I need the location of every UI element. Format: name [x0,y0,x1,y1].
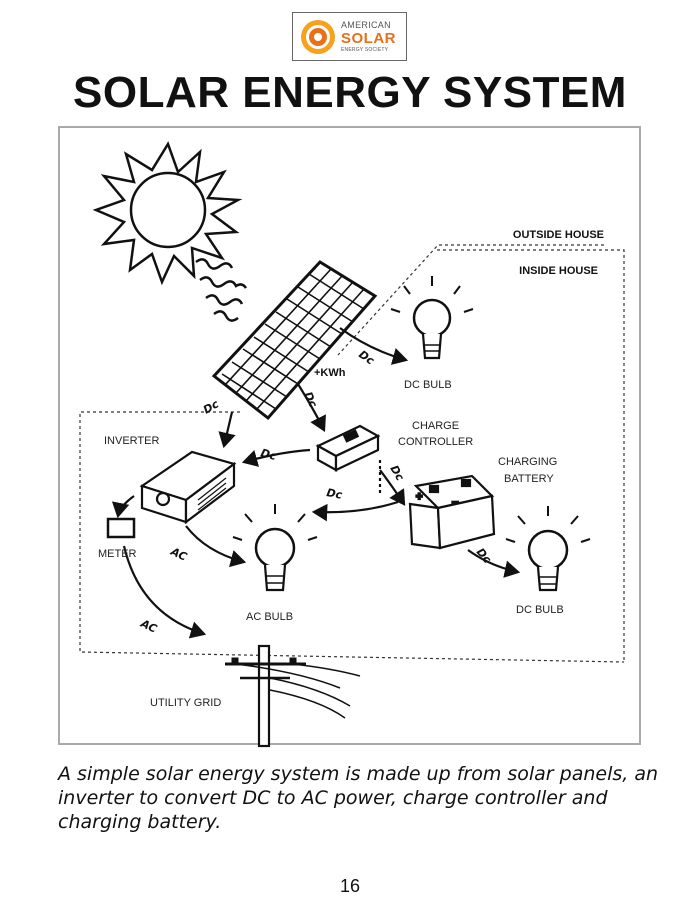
arrow-inverter-to-meter [111,495,135,519]
arrow-label-ac: AC [138,617,159,636]
arrow-panel-to-controller [297,383,326,432]
arrow-inverter-to-ac-bulb [185,525,247,568]
arrow-meter-to-grid [122,545,207,639]
label-controller: CONTROLLER [398,436,473,448]
label-meter: METER [98,548,137,560]
label-outside-house: OUTSIDE HOUSE [513,229,604,241]
arrow-label-dc: Dc [201,397,221,416]
arrow-label-dc: Dc [356,348,377,368]
ases-logo: AMERICAN SOLAR ENERGY SOCIETY [292,12,407,61]
logo-text-society: ENERGY SOCIETY [341,47,389,53]
svg-text:−: − [452,497,458,509]
label-dc-bulb-bottom: DC BULB [516,604,564,616]
arrow-battery-to-dc-bulb [467,549,521,578]
page-title: SOLAR ENERGY SYSTEM [73,68,627,117]
dc-bulb-bottom-icon [505,506,591,592]
logo-text-solar: SOLAR [341,30,396,47]
house-boundary [79,244,625,663]
label-inverter: INVERTER [104,435,159,447]
heat-waves-icon [195,258,248,322]
arrow-panel-to-inverter [218,411,236,449]
battery-icon: + − [408,474,496,550]
inverter-icon [139,450,237,525]
flow-arrows [111,327,521,639]
arrow-label-dc: Dc [387,463,406,483]
label-battery: BATTERY [504,473,554,485]
arrow-controller-to-inverter [241,448,311,467]
sun-logo-icon [301,20,335,54]
arrow-battery-to-ac-bulb [311,500,399,522]
label-utility-grid: UTILITY GRID [150,697,221,709]
arrow-label-dc: Dc [259,446,278,463]
ac-bulb-icon [232,504,318,592]
label-kwh: +KWh [314,367,346,379]
label-inside-house: INSIDE HOUSE [519,265,598,277]
sun-icon [92,141,243,286]
solar-system-diagram: + − [79,141,625,748]
arrow-label-dc: Dc [301,390,320,410]
diagram-frame [58,126,641,745]
arrow-panel-to-dc-bulb [339,327,409,365]
arrow-label-ac: AC [168,545,189,564]
meter-icon [106,517,136,539]
label-charging: CHARGING [498,456,557,468]
svg-text:+: + [416,491,422,503]
arrow-label-dc: Dc [325,486,343,502]
dc-bulb-top-icon [390,276,474,360]
solar-panel-icon [211,260,378,421]
logo-text-american: AMERICAN [341,20,391,30]
charge-controller-icon [315,424,381,472]
label-ac-bulb: AC BULB [246,611,293,623]
caption: A simple solar energy system is made up … [58,763,659,833]
page-number: 16 [339,876,361,896]
arrow-controller-to-battery [379,469,406,506]
label-charge: CHARGE [412,420,459,432]
utility-pole-icon [225,644,361,748]
label-dc-bulb-top: DC BULB [404,379,452,391]
